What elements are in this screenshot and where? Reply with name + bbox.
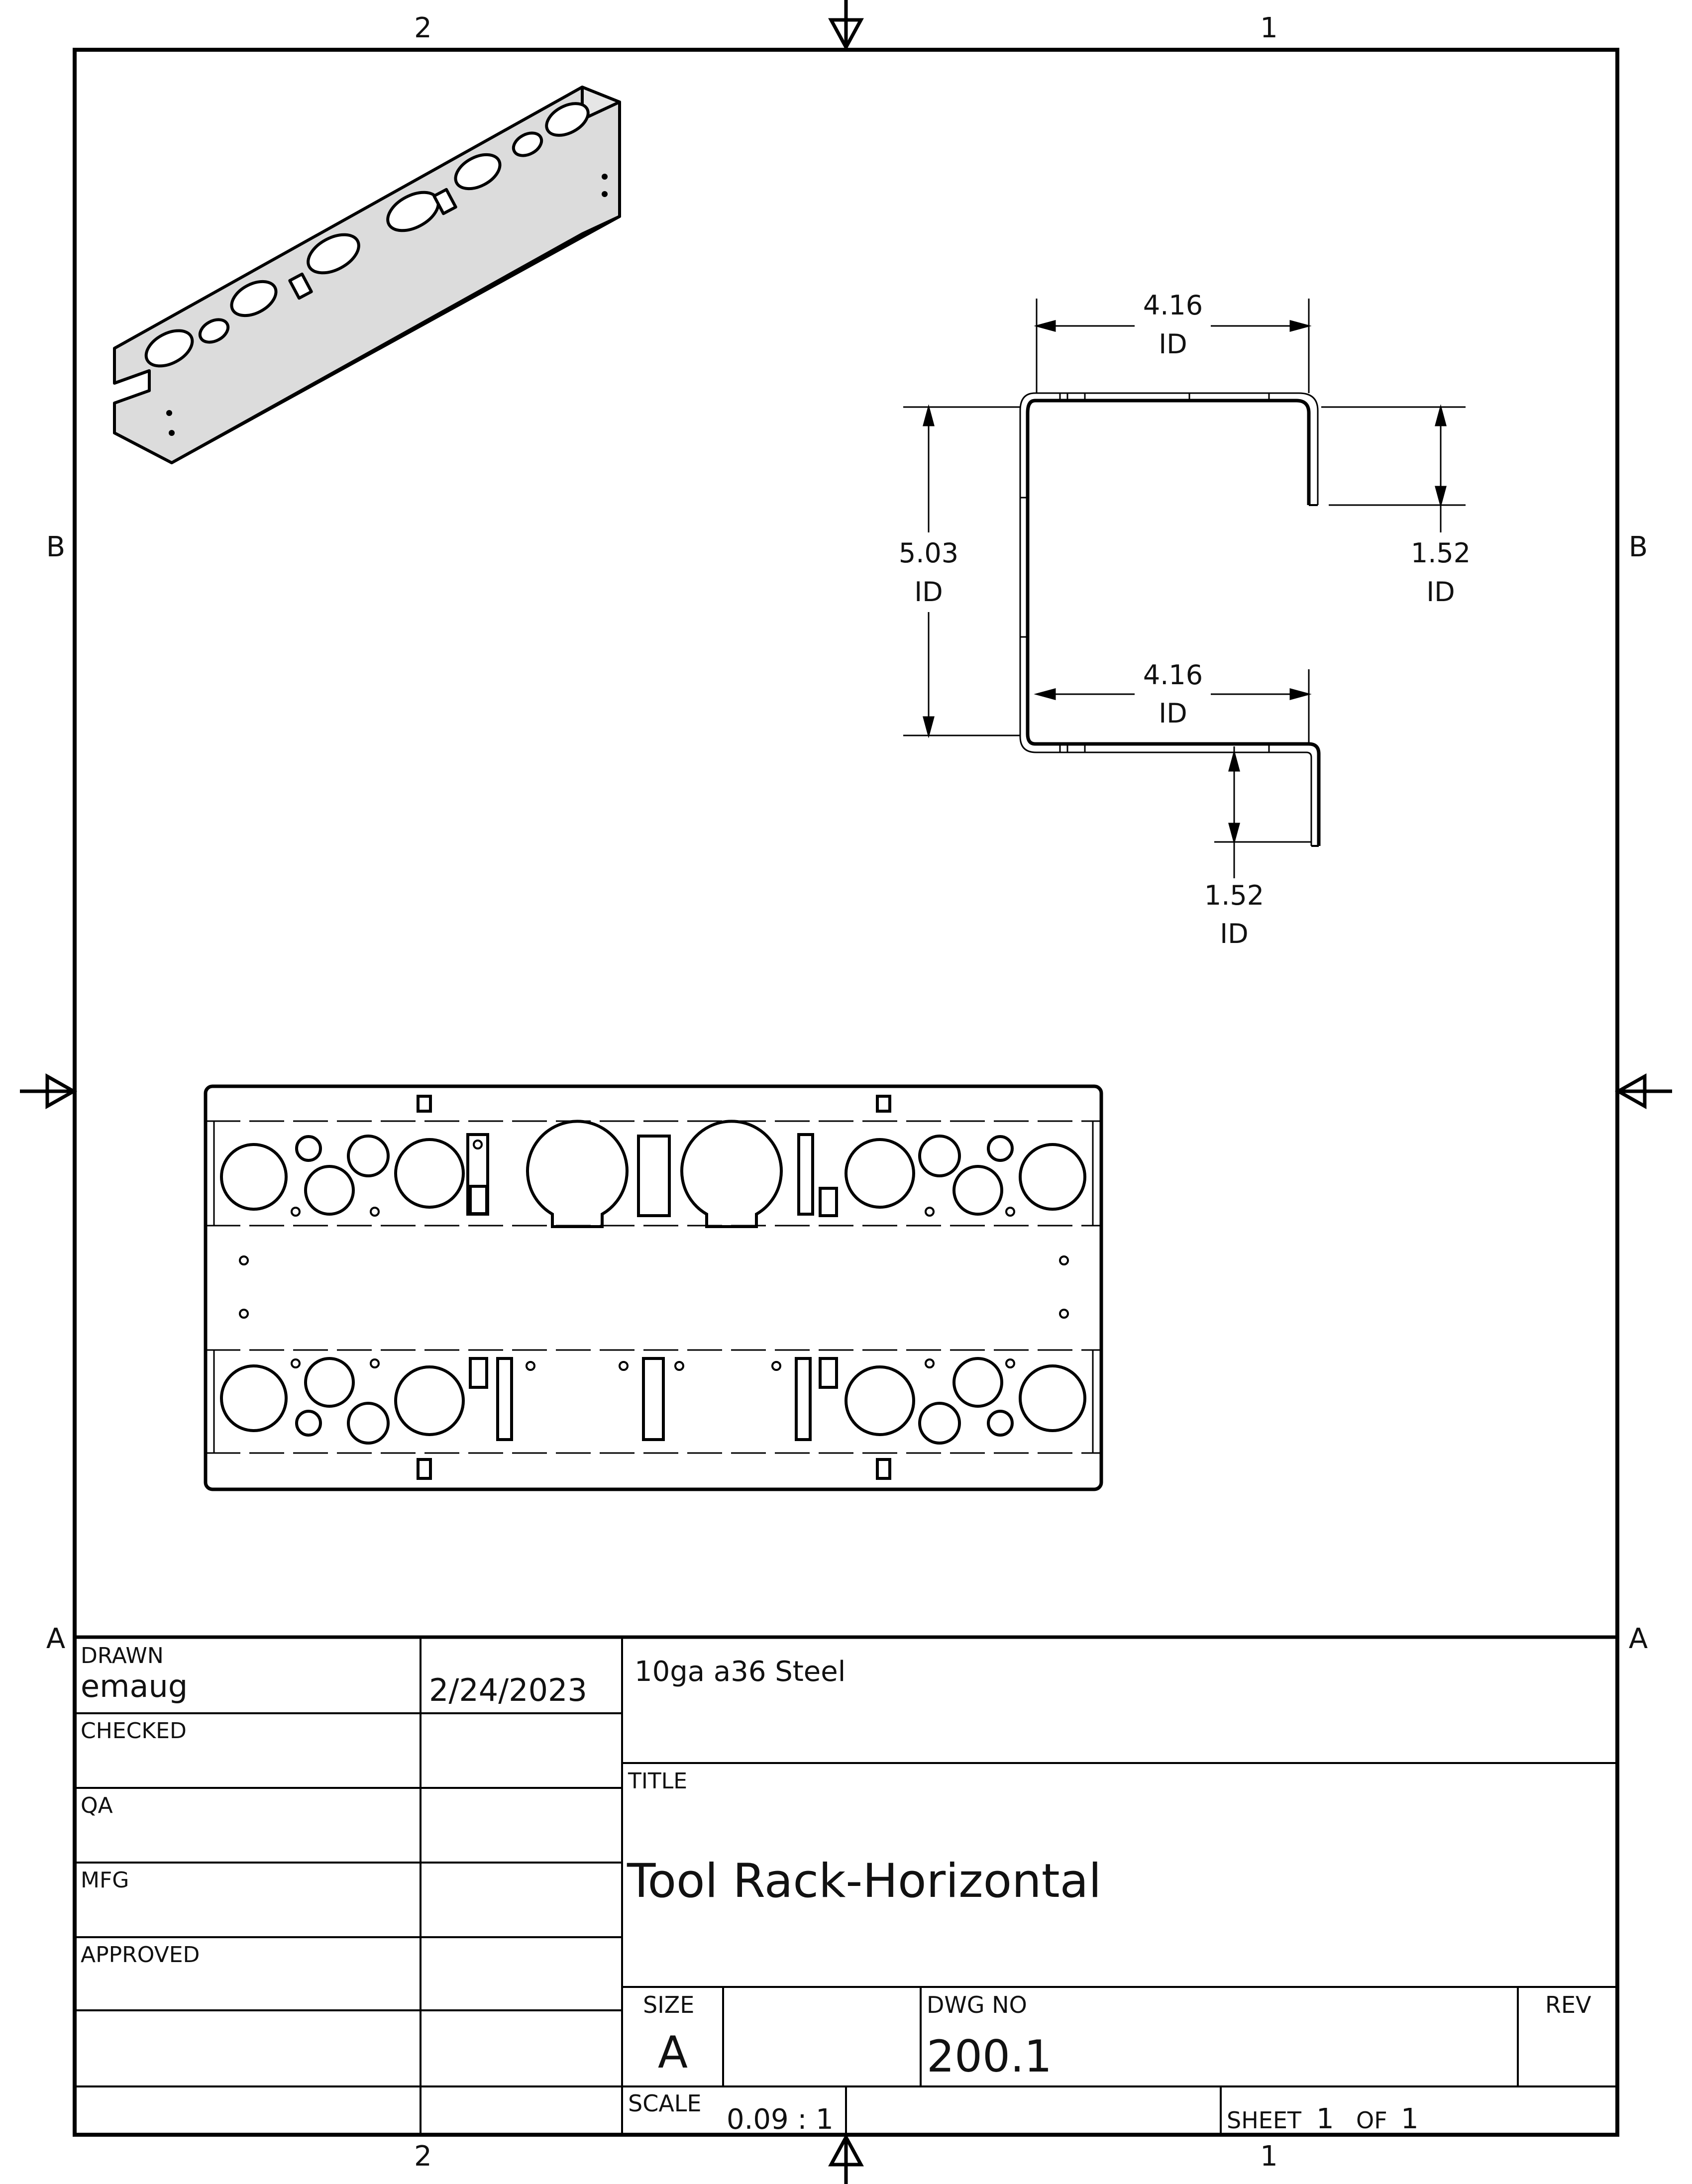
isometric-view [113, 86, 621, 464]
dim-bottom-width [1034, 669, 1312, 744]
dim-height-note: ID [914, 576, 943, 608]
size-label: SIZE [643, 1991, 694, 2018]
mfg-label: MFG [81, 1868, 129, 1893]
title-block [75, 1635, 1617, 2135]
dim-right-flange [1321, 404, 1466, 532]
center-mark-bottom-icon [828, 2133, 864, 2184]
drawn-date: 2/24/2023 [429, 1672, 587, 1708]
zone-label-top-1: 1 [1260, 12, 1278, 44]
dim-height [903, 404, 1020, 738]
dim-bottom-flange [1214, 746, 1311, 878]
zone-label-right-a: A [1629, 1623, 1648, 1655]
dim-bottom-flange-value: 1.52 [1204, 880, 1264, 911]
zone-label-right-b: B [1629, 531, 1648, 563]
rev-label: REV [1545, 1991, 1591, 2018]
dim-right-flange-value: 1.52 [1411, 537, 1471, 569]
dim-bottom-width-value: 4.16 [1143, 659, 1203, 691]
flat-pattern-view [204, 1084, 1103, 1491]
drawing-title: Tool Rack-Horizontal [627, 1854, 1101, 1908]
center-mark-left-icon [20, 1073, 78, 1110]
profile-outline [1026, 399, 1321, 846]
title-label: TITLE [628, 1768, 687, 1794]
dim-bottom-width-note: ID [1159, 698, 1187, 729]
flat-outline [204, 1084, 1103, 1491]
dim-bottom-flange-note: ID [1220, 918, 1249, 949]
dim-height-value: 5.03 [899, 537, 958, 569]
material-text: 10ga a36 Steel [634, 1656, 846, 1688]
iso-front-face [113, 86, 621, 464]
size-value: A [658, 2027, 688, 2078]
profile-inner [1019, 392, 1319, 846]
center-mark-right-icon [1614, 1073, 1672, 1110]
dim-top-width-value: 4.16 [1143, 290, 1203, 321]
zone-label-bottom-1: 1 [1260, 2140, 1278, 2173]
sheet-total: 1 [1401, 2103, 1419, 2135]
dwg-no-value: 200.1 [927, 2031, 1052, 2082]
zone-label-left-a: A [46, 1623, 65, 1655]
center-mark-top-icon [828, 0, 864, 51]
zone-label-top-2: 2 [414, 12, 432, 44]
dim-right-flange-note: ID [1426, 576, 1455, 608]
qa-label: QA [81, 1793, 113, 1818]
dim-top-width [1034, 299, 1312, 393]
profile-view: 4.16 ID 5.03 ID 1.52 ID [899, 290, 1471, 949]
zone-label-bottom-2: 2 [414, 2140, 432, 2173]
dwg-no-label: DWG NO [927, 1991, 1027, 2018]
sheet-label: SHEET [1227, 2107, 1302, 2134]
zone-label-left-b: B [46, 531, 65, 563]
approved-label: APPROVED [81, 1942, 200, 1968]
checked-label: CHECKED [81, 1718, 187, 1744]
sheet-number: 1 [1316, 2103, 1334, 2135]
drawn-by: emaug [81, 1668, 188, 1704]
dim-top-width-note: ID [1159, 328, 1187, 360]
drawn-label: DRAWN [81, 1643, 164, 1668]
scale-label: SCALE [628, 2090, 701, 2117]
of-label: OF [1356, 2107, 1387, 2134]
scale-value: 0.09 : 1 [727, 2103, 834, 2136]
